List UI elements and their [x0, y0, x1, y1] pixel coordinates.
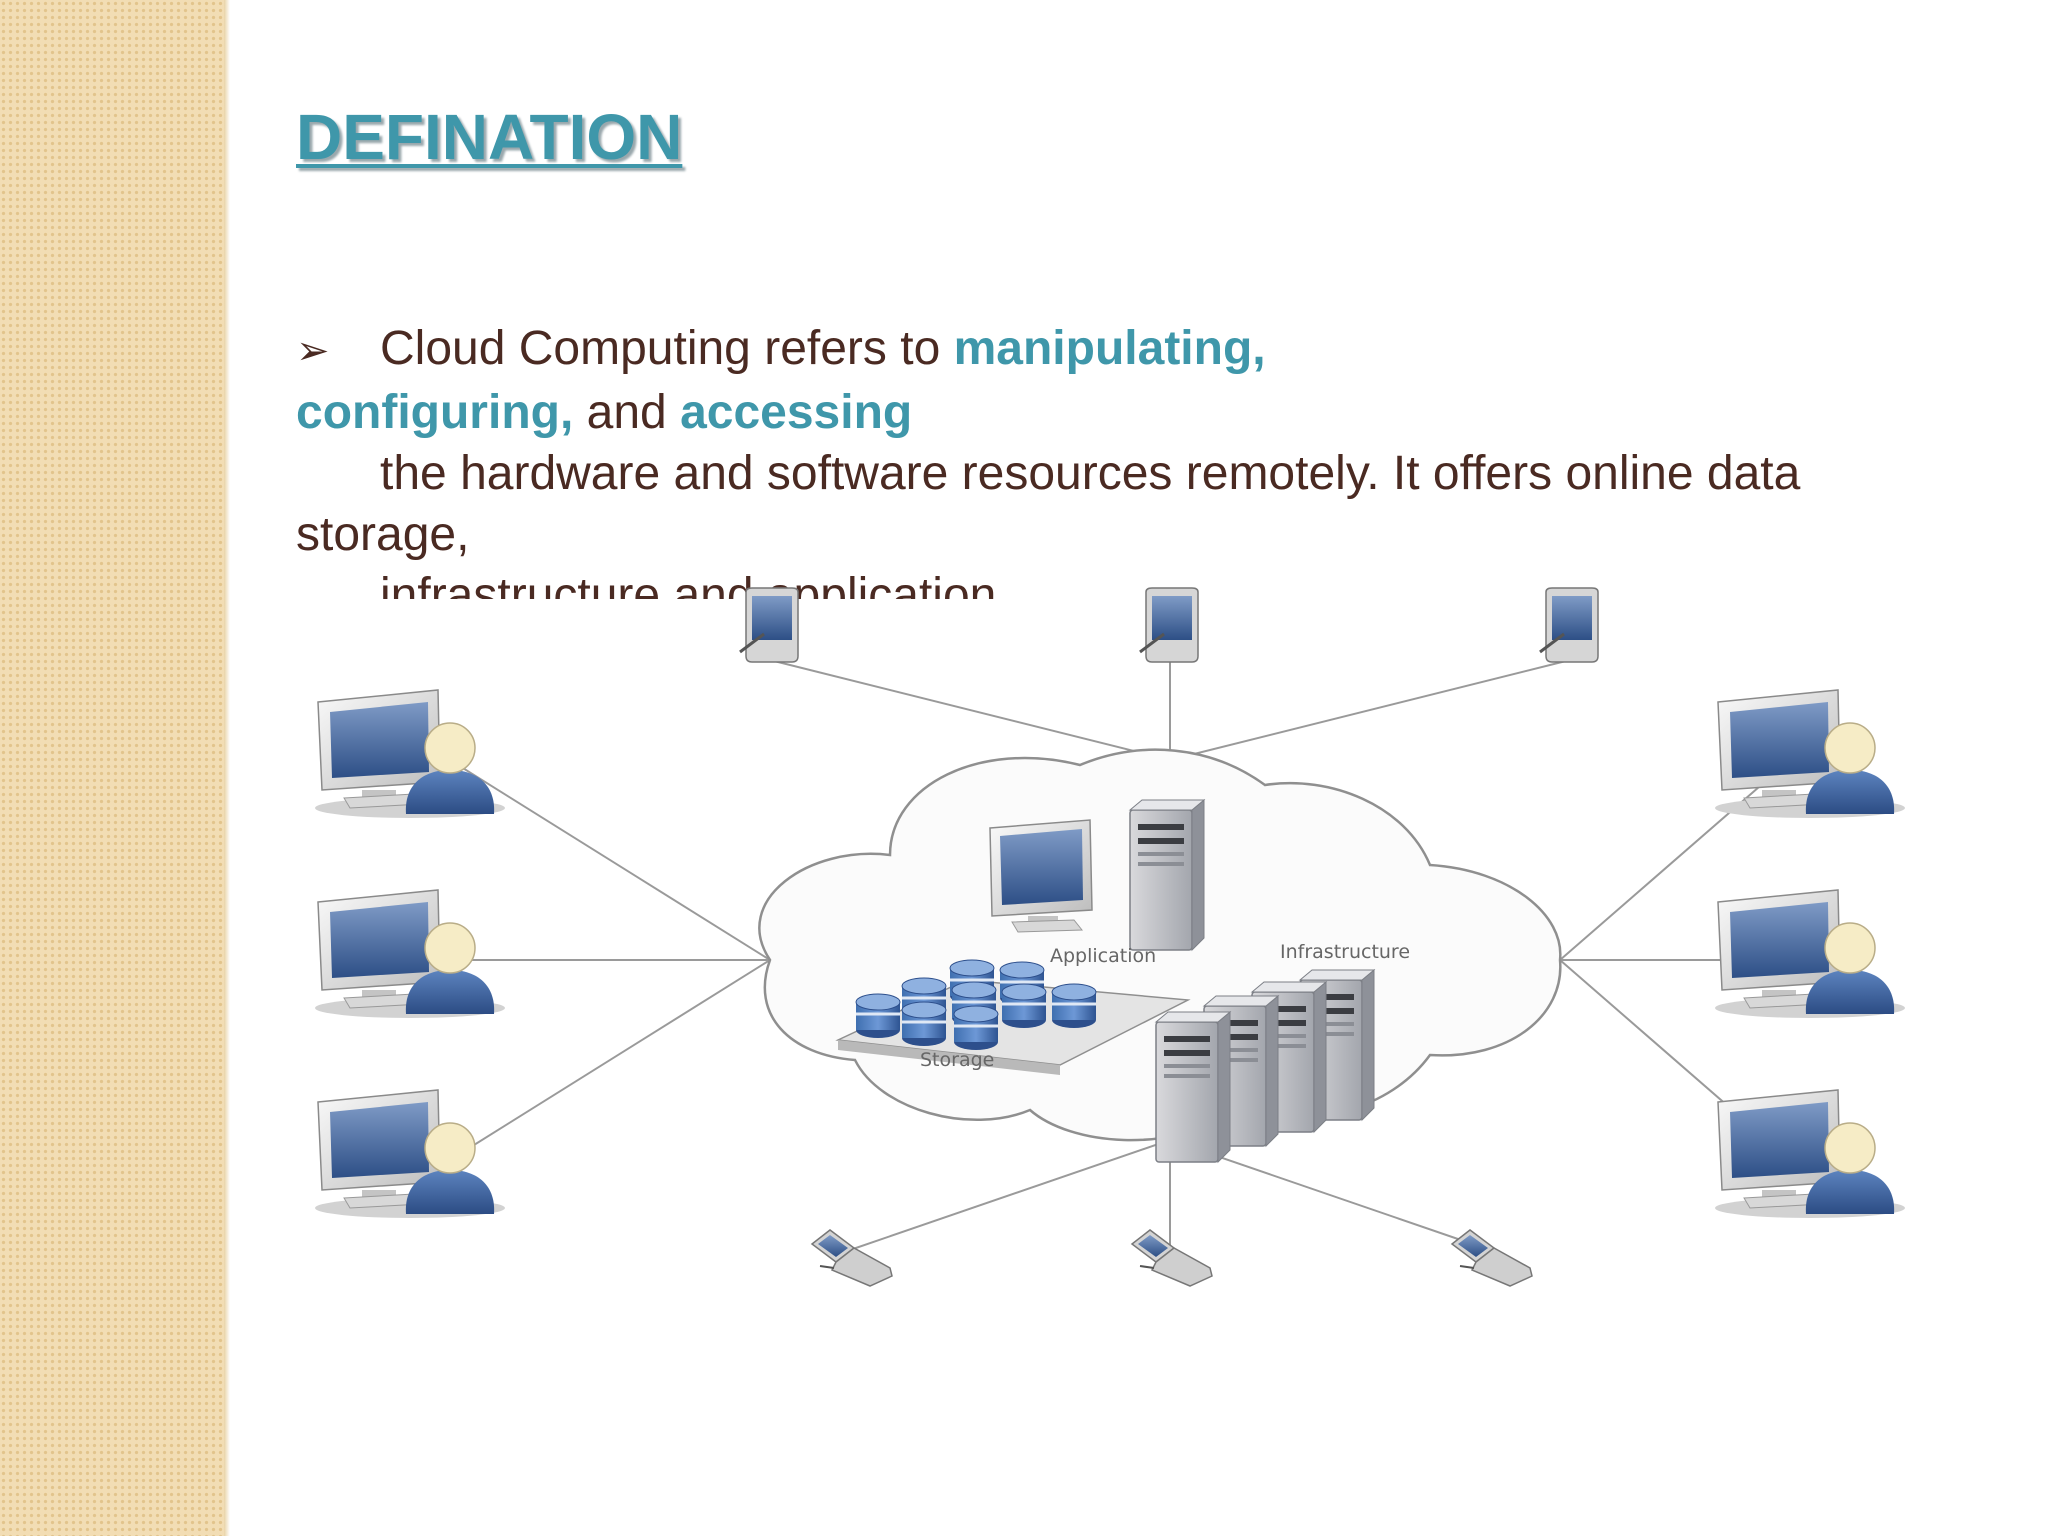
definition-bullet: ➢ Cloud Computing refers to manipulating,… [296, 318, 1936, 599]
mobile-phone-icon [811, 1229, 1533, 1287]
storage-label: Storage [920, 1049, 994, 1071]
infrastructure-label: Infrastructure [1280, 941, 1410, 963]
database-icon [835, 958, 1191, 1075]
application-icon [989, 799, 1205, 951]
server-icon [1129, 799, 1205, 951]
monitor-icon [989, 819, 1093, 933]
application-label: Application [1050, 945, 1156, 967]
keyword-accessing: accessing [680, 386, 913, 439]
arrow-bullet-icon: ➢ [296, 329, 330, 373]
decorative-side-strip [0, 0, 228, 1536]
keyword-configuring: configuring, [296, 386, 574, 439]
definition-text-5-obscured: infrastructure and application. [380, 569, 1010, 599]
definition-text-1: Cloud Computing refers to [380, 322, 954, 375]
slide-title: DEFINATION [296, 101, 683, 173]
pda-icon [738, 586, 1600, 664]
definition-text-3: the hardware and software resources remo… [380, 447, 1801, 500]
side-strip-edge [224, 0, 230, 1536]
bullet-line-1: ➢ Cloud Computing refers to manipulating, [296, 318, 1936, 382]
cloud-computing-diagram: Application Storage Infrastructure [314, 586, 1906, 1287]
keyword-manipulating: manipulating, [953, 322, 1266, 375]
definition-text-4: storage, [296, 508, 470, 561]
definition-text-2: and [573, 386, 681, 439]
bullet-line-2: configuring, and accessing [296, 382, 1936, 443]
